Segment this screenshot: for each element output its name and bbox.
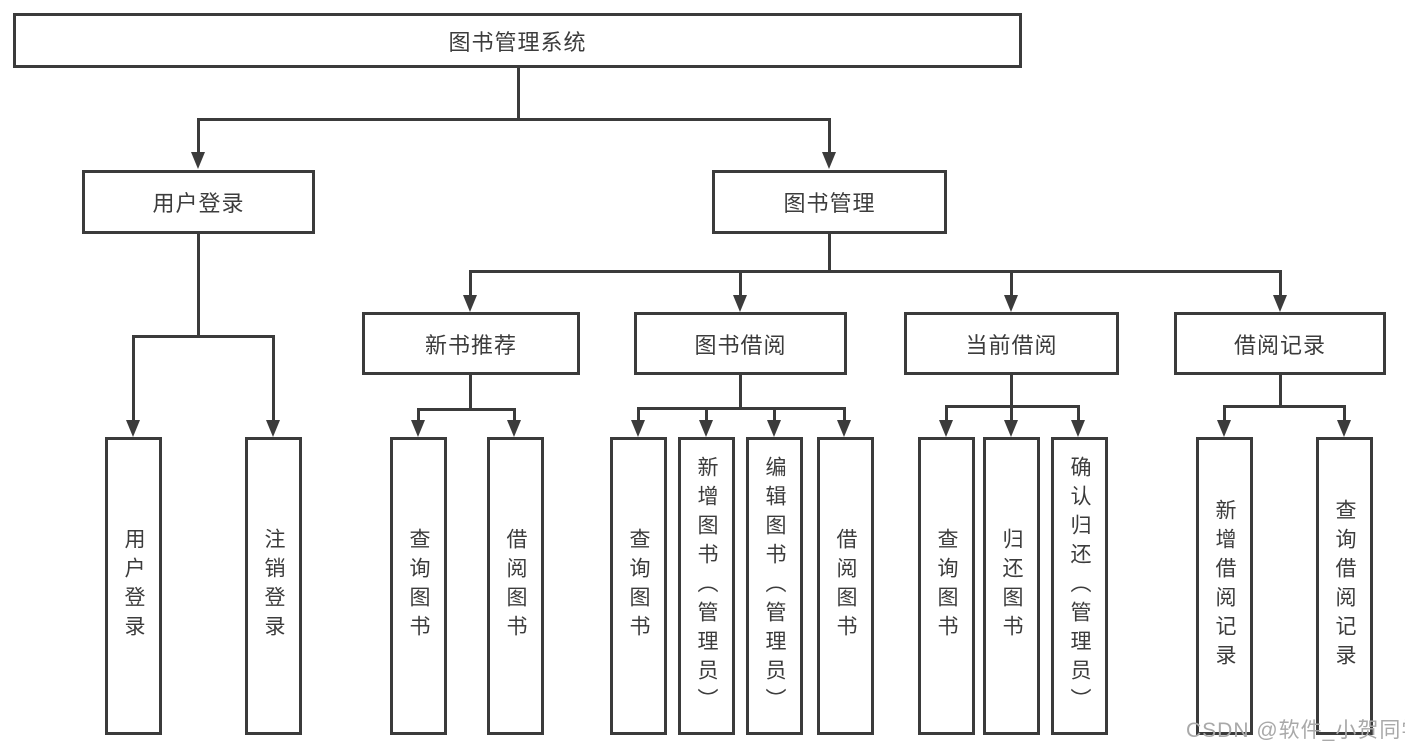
connector-newbook-stub (469, 375, 472, 408)
arrowhead-down-book-borrowing (733, 295, 747, 312)
connector-drop-nb-borrow (513, 408, 516, 421)
node-book-management: 图书管理 (712, 170, 947, 234)
arrowhead-down-nb-borrow (507, 420, 521, 437)
node-user-login: 用户登录 (82, 170, 315, 234)
arrowhead-down-book-management (822, 152, 836, 169)
connector-drop-bb-borrow (843, 407, 846, 421)
connector-current-stub (1010, 375, 1013, 405)
connector-drop-bb-query (637, 407, 640, 421)
connector-record-stub (1279, 375, 1282, 405)
arrowhead-down-cb-query (939, 420, 953, 437)
leaf-current-confirm-return-admin: 确认归还（管理员） (1051, 437, 1108, 735)
arrowhead-down-borrow-records (1273, 295, 1287, 312)
leaf-borrow-query-books: 查询图书 (610, 437, 667, 735)
node-borrow-records: 借阅记录 (1174, 312, 1386, 375)
connector-drop-new-book (469, 270, 472, 295)
connector-borrow-bar (637, 407, 845, 410)
leaf-record-add-borrow-record: 新增借阅记录 (1196, 437, 1253, 735)
connector-drop-bb-add (705, 407, 708, 421)
connector-login-bar (132, 335, 274, 338)
connector-root-bar (197, 118, 831, 121)
connector-drop-borrow-records (1279, 270, 1282, 295)
connector-drop-leaf-logout (272, 335, 275, 420)
connector-mgmt-bar (469, 270, 1282, 273)
arrowhead-down-rec-add (1217, 420, 1231, 437)
node-book-borrowing: 图书借阅 (634, 312, 847, 375)
connector-drop-user-login (197, 118, 200, 152)
connector-drop-book-borrowing (739, 270, 742, 295)
arrowhead-down-current-borrowing (1004, 295, 1018, 312)
arrowhead-down-cb-confirm (1071, 420, 1085, 437)
node-new-book-recommend: 新书推荐 (362, 312, 580, 375)
leaf-user-login: 用户登录 (105, 437, 162, 735)
connector-login-stub (197, 234, 200, 335)
csdn-watermark: CSDN @软件_小贺同学 (1186, 719, 1405, 742)
connector-newbook-bar (417, 408, 516, 411)
connector-drop-rec-query (1343, 405, 1346, 421)
connector-drop-cb-return (1010, 405, 1013, 421)
leaf-borrow-borrow-books: 借阅图书 (817, 437, 874, 735)
leaf-borrow-edit-books-admin: 编辑图书（管理员） (746, 437, 803, 735)
connector-borrow-stub (739, 375, 742, 407)
arrowhead-down-rec-query (1337, 420, 1351, 437)
connector-drop-current-borrowing (1010, 270, 1013, 295)
leaf-logout: 注销登录 (245, 437, 302, 735)
leaf-current-query-books: 查询图书 (918, 437, 975, 735)
leaf-borrow-add-books-admin: 新增图书（管理员） (678, 437, 735, 735)
leaf-newbook-borrow-books: 借阅图书 (487, 437, 544, 735)
leaf-current-return-books: 归还图书 (983, 437, 1040, 735)
connector-drop-leaf-user-login (132, 335, 135, 420)
node-library-management-system: 图书管理系统 (13, 13, 1022, 68)
arrowhead-down-new-book (463, 295, 477, 312)
connector-root-stub (517, 68, 520, 118)
arrowhead-down-cb-return (1004, 420, 1018, 437)
arrowhead-down-user-login (191, 152, 205, 169)
arrowhead-down-bb-borrow (837, 420, 851, 437)
connector-drop-nb-query (417, 408, 420, 421)
arrowhead-down-bb-query (631, 420, 645, 437)
connector-drop-cb-query (945, 405, 948, 421)
connector-drop-book-management (828, 118, 831, 152)
leaf-record-query-borrow-record: 查询借阅记录 (1316, 437, 1373, 735)
leaf-newbook-query-books: 查询图书 (390, 437, 447, 735)
connector-mgmt-stub (828, 234, 831, 270)
connector-drop-rec-add (1223, 405, 1226, 421)
arrowhead-down-leaf-logout (266, 420, 280, 437)
arrowhead-down-leaf-user-login (126, 420, 140, 437)
node-current-borrowing: 当前借阅 (904, 312, 1119, 375)
arrowhead-down-nb-query (411, 420, 425, 437)
connector-record-bar (1223, 405, 1345, 408)
connector-drop-cb-confirm (1077, 405, 1080, 421)
arrowhead-down-bb-edit (767, 420, 781, 437)
connector-drop-bb-edit (773, 407, 776, 421)
arrowhead-down-bb-add (699, 420, 713, 437)
